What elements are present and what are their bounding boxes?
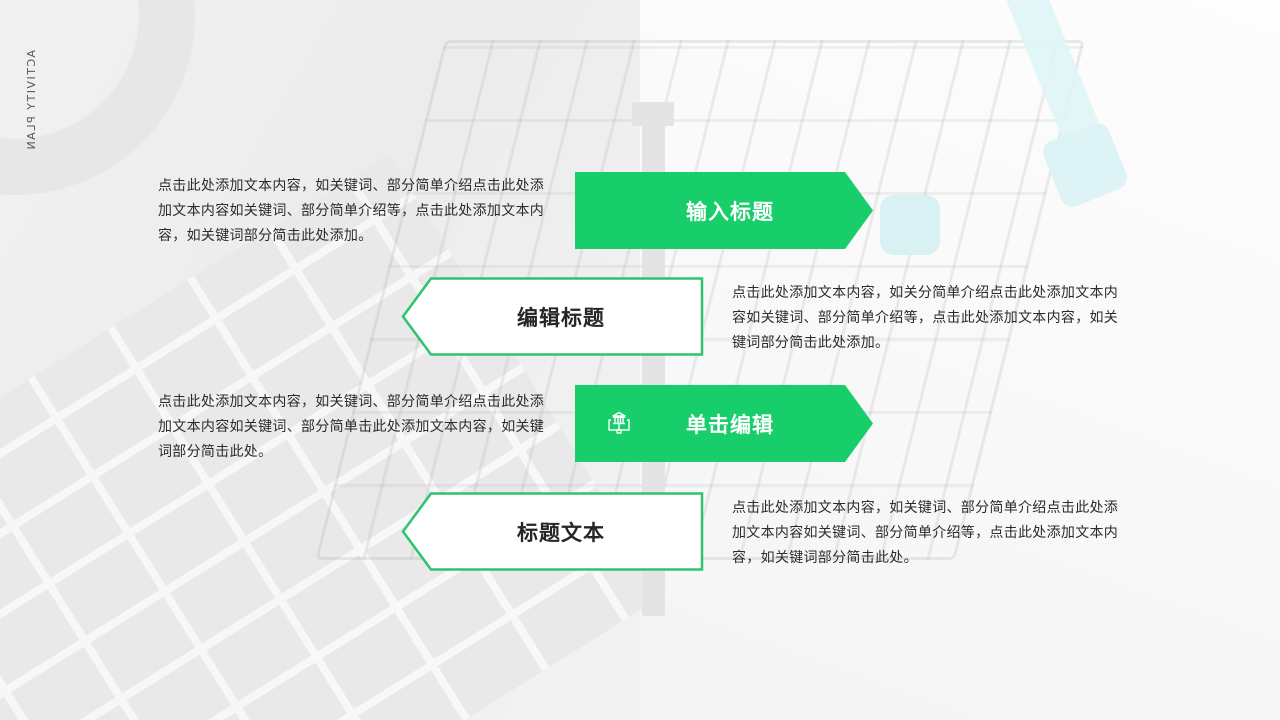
sign-4-description: 点击此处添加文本内容，如关键词、部分简单介绍点击此处添加文本内容如关键词、部分简… — [732, 500, 1119, 566]
arrow-right-shape — [575, 172, 873, 249]
arrow-right-shape — [575, 385, 873, 462]
sign-3-description: 点击此处添加文本内容，如关键词、部分简单介绍点击此处添加文本内容如关键词、部分简… — [158, 394, 545, 460]
bank-monitor-icon — [608, 411, 630, 434]
sign-2[interactable]: 编辑标题 — [401, 277, 704, 356]
cart-wheel-image — [880, 195, 940, 255]
arrow-left-shape — [401, 492, 704, 571]
vertical-label-text: ACTIVITY PLAN — [24, 49, 38, 151]
arrow-left-shape — [401, 277, 704, 356]
sign-1[interactable]: 输入标题 — [575, 172, 875, 249]
sign-1-description: 点击此处添加文本内容，如关键词、部分简单介绍点击此处添加文本内容如关键词、部分简… — [158, 178, 545, 244]
sign-2-description: 点击此处添加文本内容，如关分简单介绍点击此处添加文本内容如关键词、部分简单介绍等… — [732, 285, 1119, 351]
signpost-cap — [632, 102, 674, 126]
sign-3[interactable]: 单击编辑 — [575, 385, 875, 462]
sign-4[interactable]: 标题文本 — [401, 492, 704, 571]
sign-2-title[interactable]: 编辑标题 — [517, 305, 605, 330]
sign-3-title[interactable]: 单击编辑 — [686, 412, 774, 437]
vertical-label: ACTIVITY PLAN — [23, 30, 39, 170]
sign-1-title[interactable]: 输入标题 — [686, 199, 774, 224]
background-tone-right — [640, 0, 1280, 720]
sign-4-title[interactable]: 标题文本 — [517, 520, 605, 545]
